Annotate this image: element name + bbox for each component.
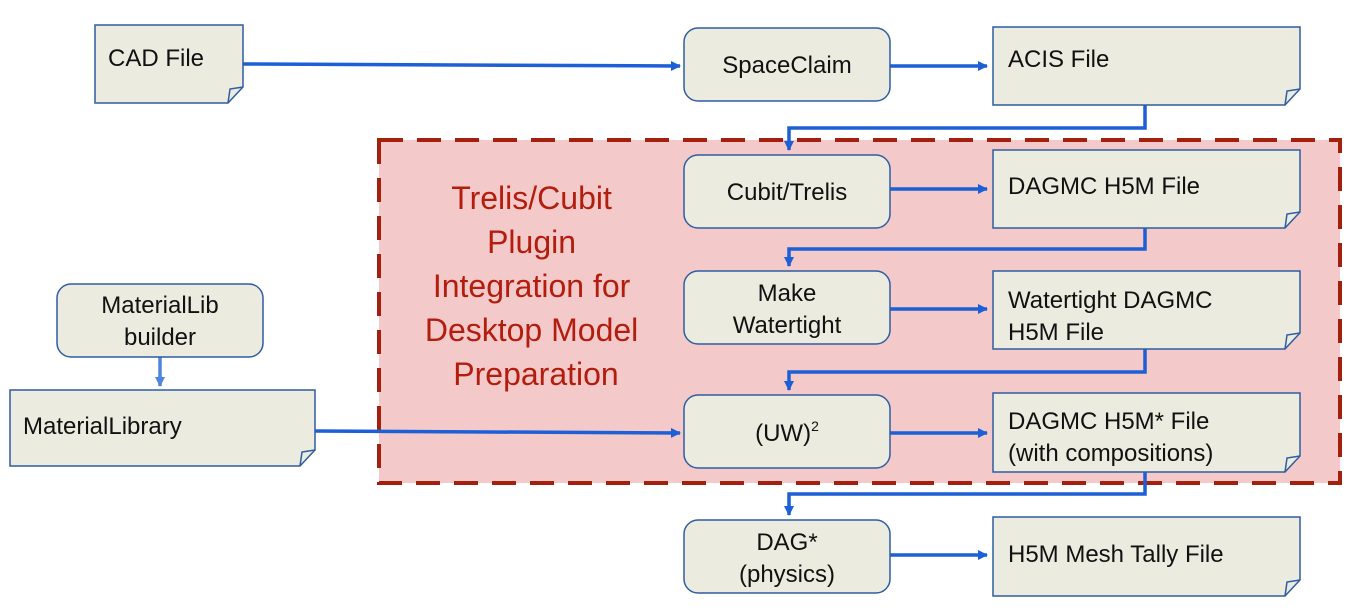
dag-star-label-line-1: DAG* — [756, 529, 817, 556]
region-label-line-4: Desktop Model — [425, 312, 638, 348]
node-dag-star: DAG* (physics) — [683, 519, 891, 594]
dagmc-h5m-star-label-line-1: DAGMC H5M* File — [1008, 408, 1209, 435]
node-cubit-trelis: Cubit/Trelis — [683, 154, 891, 229]
region-label-line-3: Integration for — [433, 268, 631, 304]
uw2-label-base: (UW) — [755, 420, 811, 447]
edges — [155, 60, 1147, 560]
node-dagmc-h5m-file: DAGMC H5M File — [992, 149, 1301, 229]
node-acis-file: ACIS File — [992, 26, 1301, 106]
node-cad-file: CAD File — [94, 24, 244, 104]
cubit-trelis-label: Cubit/Trelis — [727, 179, 847, 206]
make-watertight-label-line-1: Make — [758, 280, 817, 307]
edge-acis-to-cubit — [784, 104, 1147, 151]
make-watertight-label-line-2: Watertight — [733, 312, 842, 339]
dagmc-h5m-star-label-line-2: (with compositions) — [1008, 440, 1213, 467]
node-make-watertight: Make Watertight — [683, 270, 891, 345]
node-dagmc-h5m-star-file: DAGMC H5M* File (with compositions) — [992, 392, 1301, 473]
node-h5m-mesh-tally-file: H5M Mesh Tally File — [992, 516, 1301, 597]
spaceclaim-label: SpaceClaim — [722, 52, 851, 79]
node-spaceclaim: SpaceClaim — [683, 27, 891, 102]
node-material-library: MaterialLibrary — [9, 389, 316, 467]
edge-cad-to-spaceclaim — [242, 60, 681, 71]
region-label: Trelis/Cubit Plugin Integration for Desk… — [425, 180, 647, 392]
edge-watertight-file-to-uw2 — [784, 349, 1147, 391]
materiallib-builder-label-line-1: MaterialLib — [101, 292, 218, 319]
node-materiallib-builder: MaterialLib builder — [56, 283, 264, 358]
watertight-h5m-label-line-2: H5M File — [1008, 319, 1104, 346]
material-library-label: MaterialLibrary — [23, 413, 182, 440]
cad-file-label: CAD File — [108, 45, 204, 72]
acis-file-label: ACIS File — [1008, 46, 1109, 73]
region-label-line-5: Preparation — [453, 356, 618, 392]
region-label-line-2: Plugin — [487, 224, 576, 260]
edge-materiallib-to-uw2 — [314, 427, 681, 438]
node-uw2: (UW)2 — [683, 394, 891, 469]
watertight-h5m-label-line-1: Watertight DAGMC — [1008, 287, 1212, 314]
edge-dagmc-to-watertight — [784, 228, 1147, 267]
region-label-line-1: Trelis/Cubit — [451, 180, 612, 216]
uw2-label: (UW)2 — [755, 418, 819, 447]
edge-dagmc-star-to-dag-star — [784, 472, 1147, 516]
dag-star-label-line-2: (physics) — [739, 561, 835, 588]
uw2-label-superscript: 2 — [811, 418, 819, 434]
dagmc-h5m-label: DAGMC H5M File — [1008, 173, 1200, 200]
h5m-tally-label: H5M Mesh Tally File — [1008, 541, 1224, 568]
materiallib-builder-label-line-2: builder — [124, 324, 196, 351]
node-watertight-h5m-file: Watertight DAGMC H5M File — [992, 270, 1301, 350]
